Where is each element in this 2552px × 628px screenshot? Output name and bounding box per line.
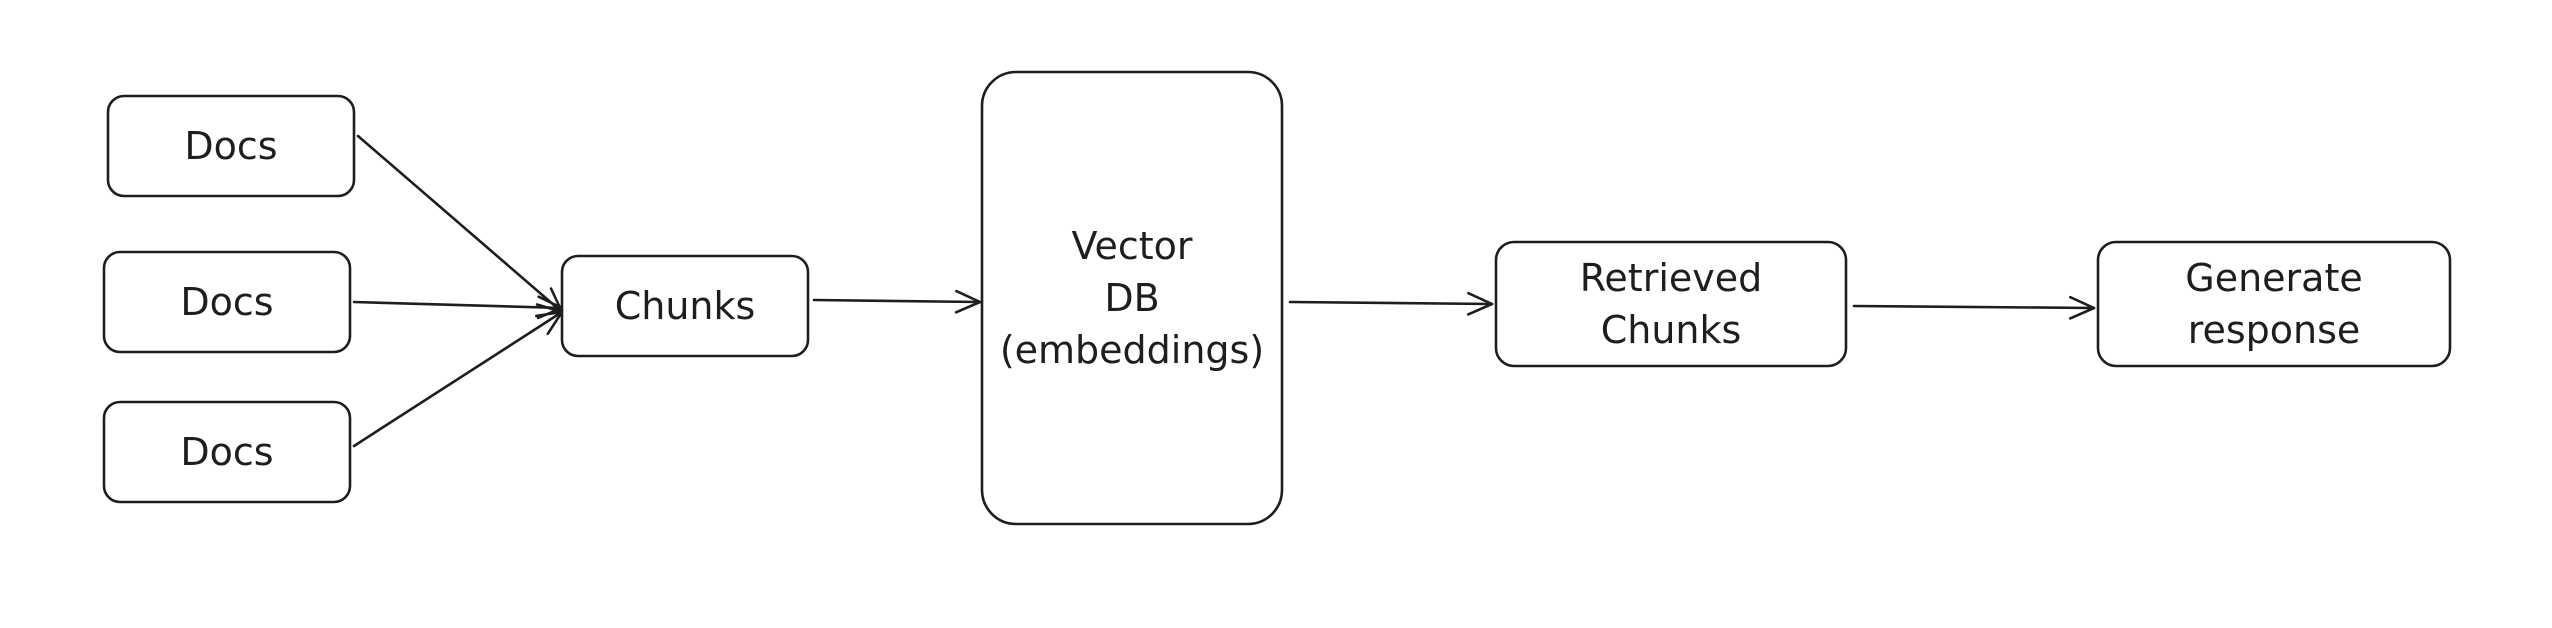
edge-line	[812, 298, 982, 304]
node-label: Generate	[2185, 256, 2362, 300]
node-label: Retrieved	[1580, 256, 1763, 300]
node-label: Chunks	[615, 284, 756, 328]
node-label: DB	[1104, 276, 1159, 320]
node-label: Chunks	[1601, 308, 1742, 352]
node-box	[102, 400, 352, 504]
edges-layer	[352, 134, 2096, 448]
nodes-layer: DocsDocsDocsChunksVectorDB(embeddings)Re…	[102, 70, 2452, 526]
edge-vector-db-to-retrieved-chunks	[1288, 291, 1494, 316]
node-box	[106, 94, 356, 198]
node-box	[102, 250, 352, 354]
node-docs-1: Docs	[106, 94, 356, 198]
node-docs-3: Docs	[102, 400, 352, 504]
node-label: Docs	[180, 430, 273, 474]
node-label: Vector	[1071, 224, 1192, 268]
arrowhead	[2068, 295, 2096, 320]
node-chunks: Chunks	[560, 254, 810, 358]
arrowhead	[1466, 291, 1494, 316]
node-docs-2: Docs	[102, 250, 352, 354]
edge-line	[352, 300, 564, 310]
edge-line	[352, 310, 564, 448]
node-box	[2096, 240, 2452, 368]
edge-docs-2-to-chunks	[352, 295, 564, 320]
edge-line	[356, 134, 564, 314]
node-generate-response: Generate response	[2096, 240, 2452, 368]
edge-docs-3-to-chunks	[352, 310, 564, 448]
edge-line	[1852, 304, 2096, 310]
node-box	[560, 254, 810, 358]
node-box	[980, 70, 1284, 526]
node-label: Docs	[184, 124, 277, 168]
node-label: (embeddings)	[1000, 328, 1264, 372]
node-label: response	[2188, 308, 2361, 352]
node-box	[1494, 240, 1848, 368]
node-label: Docs	[180, 280, 273, 324]
edge-chunks-to-vector-db	[812, 289, 982, 314]
edge-line	[1288, 300, 1494, 306]
edge-docs-1-to-chunks	[356, 134, 564, 314]
edge-retrieved-chunks-to-generate-response	[1852, 295, 2096, 320]
arrowhead	[954, 289, 982, 314]
